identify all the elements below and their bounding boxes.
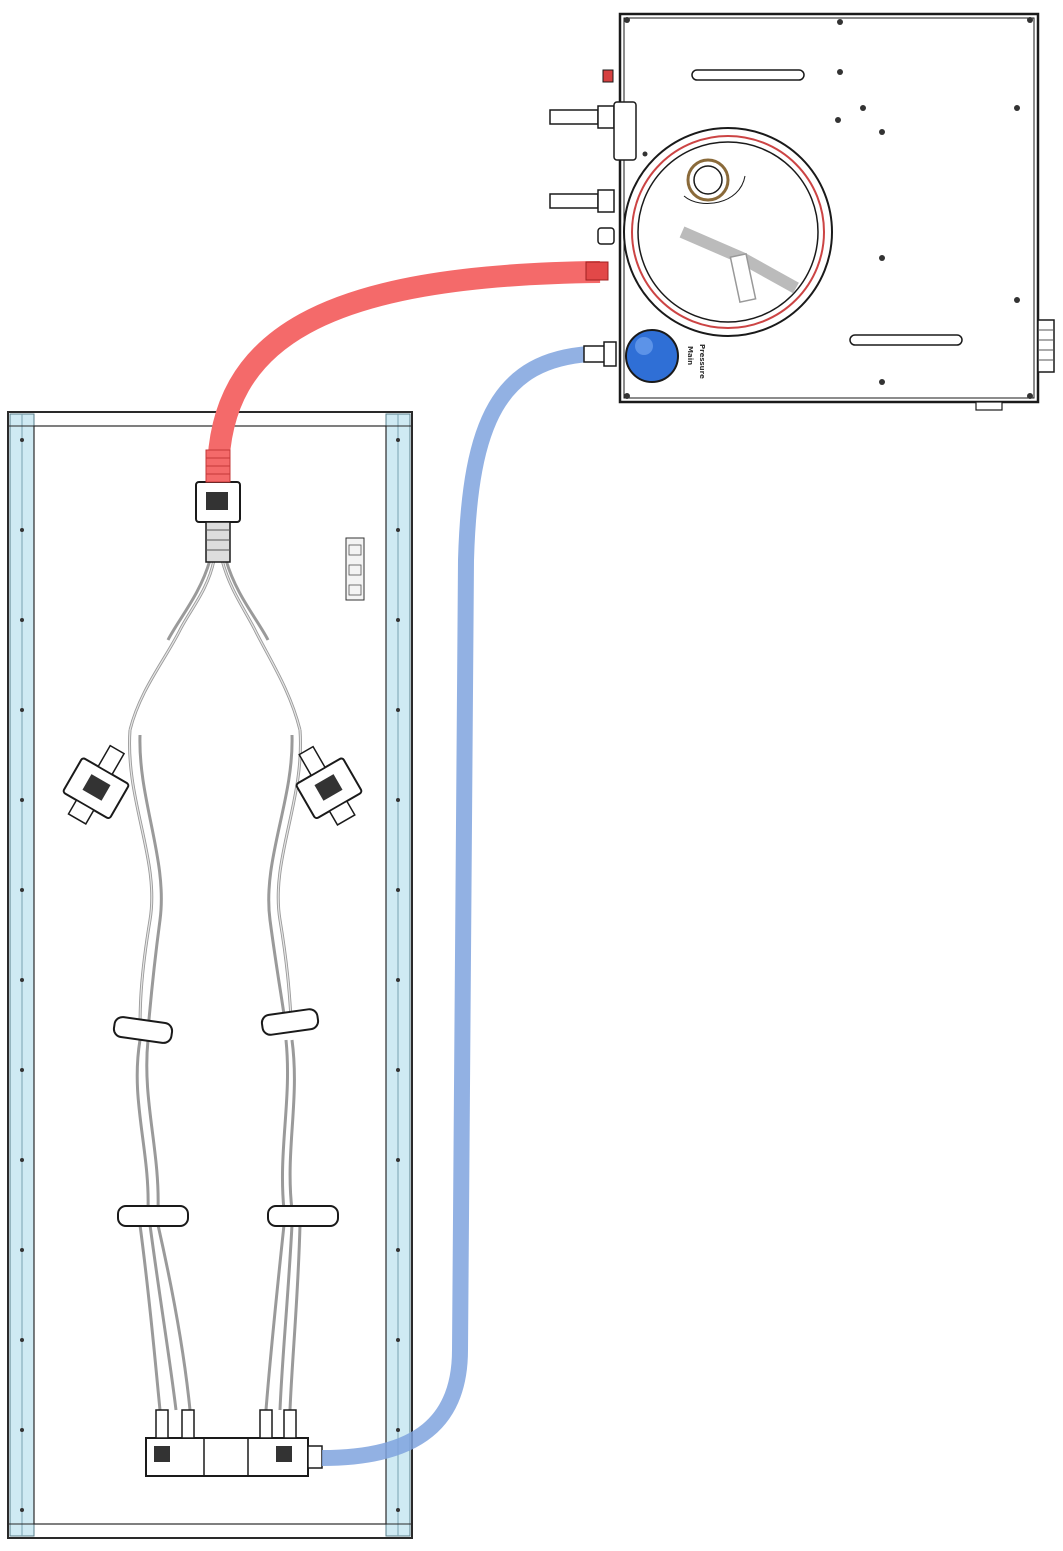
side-fittings (549, 69, 637, 367)
bottom-manifold (145, 1409, 323, 1477)
frame-label-plate (345, 537, 365, 601)
knob-label-pressure: Pressure (698, 344, 706, 379)
control-unit: Main Pressure (549, 12, 1055, 411)
blue-return-hose (321, 346, 591, 1466)
red-supply-hose (205, 261, 601, 483)
housing-screws (624, 17, 1033, 399)
right-side-connector (295, 745, 363, 826)
top-splitter (195, 481, 241, 563)
main-pressure-knob[interactable] (625, 329, 679, 383)
tube-clips (112, 1008, 339, 1227)
knob-label-main: Main (686, 346, 694, 365)
left-side-connector (62, 744, 130, 825)
frame-rivets (20, 438, 400, 1512)
bed-frame (7, 411, 413, 1539)
